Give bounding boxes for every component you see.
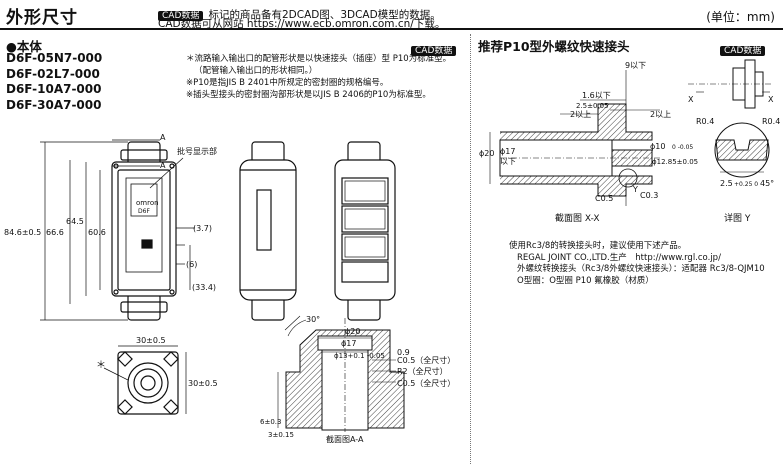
dim-phi17-fit: ϕ17: [500, 147, 515, 156]
dim-phi17-a: ϕ17: [341, 339, 356, 348]
note-line: ※插头型接头的密封圈沟部形状是以JIS B 2406的P10为标准型。: [186, 90, 431, 100]
section-x-x-caption: 截面图 X-X: [555, 212, 600, 224]
dim-3-7: (3.7): [193, 224, 212, 233]
back-view: [334, 141, 396, 321]
section-a-a: [277, 315, 405, 432]
note-line: ＊流路输入输出口的配管形状是以快速接头（插座）型 P10为标准型。: [186, 54, 452, 64]
unit-label: (单位：mm): [706, 10, 775, 24]
model-item: D6F-02L7-000: [6, 66, 100, 81]
model-item: D6F-05N7-000: [6, 51, 103, 65]
body-notes: ＊流路输入输出口的配管形状是以快速接头（插座）型 P10为标准型。 （配管输入输…: [186, 53, 451, 101]
dim-height-30: 30±0.5: [188, 379, 218, 388]
dim-phi17-below: 以下: [500, 157, 516, 166]
cad-note-2: CAD数据可从网站 https://www.ecb.omron.com.cn/下…: [158, 18, 446, 30]
dim-2-5-y: 2.5: [720, 179, 733, 188]
front-model-text: D6F: [138, 208, 150, 215]
dim-2-min-b: 2以上: [650, 110, 671, 119]
cad-header-note-1: CAD数据 标记的商品备有2DCAD图、3DCAD模型的数据。: [158, 3, 441, 22]
regal-line: O型圈：O型圈 P10 氟橡胶（材质）: [517, 275, 654, 286]
cad-note-1: 标记的商品备有2DCAD图、3DCAD模型的数据。: [208, 9, 441, 21]
model-list: D6F-05N7-000 D6F-02L7-000 D6F-10A7-000 D…: [6, 51, 102, 113]
dim-r0-4-a: R0.4: [696, 117, 714, 126]
dim-2-min-a: 2以上: [570, 110, 591, 119]
detail-y-caption: 详图 Y: [724, 212, 751, 224]
port-asterisk: ＊: [96, 360, 106, 371]
section-a-a-caption: 截面图A-A: [326, 434, 364, 444]
dim-phi20-a: ϕ20: [345, 327, 360, 336]
dim-c0-3: C0.3: [640, 191, 658, 200]
regal-line: 外螺纹转换接头（Rc3/8外螺纹快速接头）：适配器 Rc3/8-QJM10: [517, 264, 765, 274]
dim-c0-5: C0.5: [595, 194, 613, 203]
regal-line: 使用Rc3/8的转换接头时，建议使用下述产品。: [509, 241, 687, 251]
fitting-end-view: [688, 59, 772, 109]
dim-phi12-85: ϕ12.85±0.05: [652, 158, 698, 166]
fitting-section-title: 推荐P10型外螺纹快速接头: [478, 39, 630, 54]
dim-45-deg: 45°: [760, 179, 774, 188]
dim-2-5: 2.5±0.05: [576, 102, 609, 110]
front-view: [111, 141, 177, 321]
detail-y-marker: Y: [632, 185, 638, 194]
regal-line: REGAL JOINT CO.,LTD.生产 http://www.rgl.co…: [517, 252, 721, 263]
front-omron-logo: omron: [136, 199, 159, 207]
dim-phi20-fit: ϕ20: [479, 149, 494, 158]
section-a-top: A: [160, 133, 166, 142]
dim-0-9: 0.9: [397, 348, 410, 357]
section-a-bottom: A: [160, 161, 166, 170]
bottom-view: [117, 351, 179, 415]
note-line: （配管输入输出口的形状相同。）: [194, 66, 318, 76]
section-x-left: X: [688, 95, 694, 104]
detail-y: [714, 122, 770, 178]
section-x-right: X: [768, 95, 774, 104]
dim-angle-30: 30°: [306, 315, 320, 324]
page-title: 外形尺寸: [6, 8, 78, 28]
dim-r0-4-b: R0.4: [762, 117, 780, 126]
cad-badge: CAD数据: [158, 11, 204, 21]
body-cad-badge: CAD数据: [411, 46, 457, 56]
model-item: D6F-30A7-000: [6, 97, 102, 112]
dim-phi13: ϕ13+0.1 -0.05: [334, 352, 385, 360]
fitting-cad-badge: CAD数据: [720, 46, 766, 56]
dim-6-section: 6±0.3: [260, 418, 281, 426]
dim-66-6: 66.6: [46, 228, 64, 237]
dim-c05-all-a: C0.5（全尺寸）: [397, 355, 455, 365]
dim-3-section: 3±0.15: [268, 431, 294, 439]
model-item: D6F-10A7-000: [6, 82, 102, 96]
dim-33-4: (33.4): [192, 283, 216, 292]
dim-60-6: 60.6: [88, 228, 106, 237]
body-section-title: ●本体: [6, 39, 42, 54]
header-rule: [0, 28, 783, 30]
dim-r2-all: R2（全尺寸）: [397, 366, 448, 376]
dim-84-6: 84.6±0.5: [4, 228, 41, 237]
dim-c05-all-b: C0.5（全尺寸）: [397, 378, 455, 388]
side-view: [239, 141, 297, 321]
dim-1-6-max: 1.6以下: [582, 91, 611, 100]
column-divider: [470, 34, 471, 464]
note-line: ※P10是指JIS B 2401中所规定的密封圈的规格编号。: [186, 78, 389, 88]
regal-notes: 使用Rc3/8的转换接头时，建议使用下述产品。 REGAL JOINT CO.,…: [509, 241, 765, 287]
dim-2-5-tol: +0.25 0: [734, 181, 758, 188]
dim-6: (6): [186, 260, 197, 269]
dim-phi10-tol: 0 -0.05: [672, 144, 693, 151]
dim-width-30: 30±0.5: [136, 336, 166, 345]
dim-phi10: ϕ10: [650, 142, 665, 151]
dim-9-max: 9以下: [625, 61, 646, 70]
lot-display-label: 批号显示部: [177, 146, 217, 156]
fitting-section-x-x: [489, 70, 660, 206]
dim-64-5: 64.5: [66, 217, 84, 226]
